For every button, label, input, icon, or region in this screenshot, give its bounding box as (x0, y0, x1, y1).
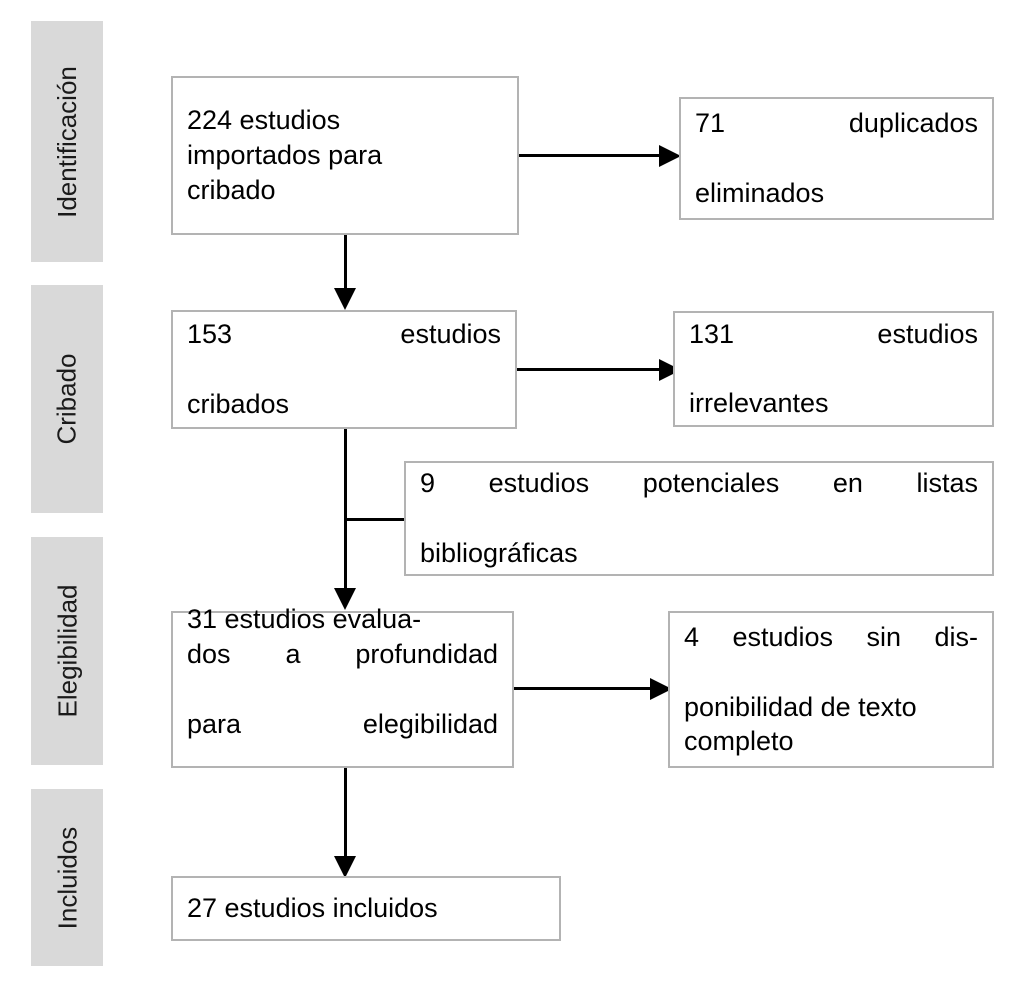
connector-assessed-to-no-fulltext (514, 687, 652, 690)
connector-imported-to-duplicates (519, 154, 661, 157)
box-line: 131 estudios (689, 318, 978, 349)
box-line: eliminados (695, 177, 825, 208)
stage-band-cribado: Cribado (31, 285, 103, 513)
arrowhead-imported-to-screened (334, 288, 356, 310)
connector-screened-to-assessed (344, 428, 347, 598)
stage-band-elegibilidad: Elegibilidad (31, 537, 103, 765)
box-no-fulltext-studies-text: 4 estudios sin dis- ponibilidad de texto… (670, 620, 992, 759)
box-duplicates-removed: 71 duplicados eliminados (679, 97, 994, 220)
box-line: importados para (187, 140, 383, 171)
box-included-studies: 27 estudios incluidos (171, 876, 561, 941)
connector-screened-to-irrelevant (517, 368, 661, 371)
box-duplicates-removed-text: 71 duplicados eliminados (681, 106, 992, 210)
box-line: irrelevantes (689, 388, 829, 419)
box-imported-studies: 224 estudios importados para cribado (171, 76, 519, 235)
stage-band-label-identificacion: Identificación (52, 65, 83, 218)
box-screened-studies: 153 estudios cribados (171, 310, 517, 429)
box-reference-list-studies: 9 estudios potenciales en listas bibliog… (404, 461, 994, 576)
connector-reference-lists-join (345, 518, 405, 521)
box-irrelevant-studies: 131 estudios irrelevantes (673, 311, 994, 427)
connector-imported-to-screened (344, 235, 347, 295)
box-line: cribado (187, 174, 276, 205)
box-imported-studies-text: 224 estudios importados para cribado (173, 103, 517, 207)
box-line: 224 estudios (187, 105, 341, 136)
box-line: dos a profundidad (187, 639, 498, 670)
box-reference-list-studies-text: 9 estudios potenciales en listas bibliog… (406, 466, 992, 570)
box-line: 153 estudios (187, 319, 501, 350)
box-line: ponibilidad de texto (684, 691, 917, 722)
stage-band-label-elegibilidad: Elegibilidad (52, 584, 83, 718)
stage-band-incluidos: Incluidos (31, 789, 103, 966)
arrowhead-assessed-to-no-fulltext (650, 678, 672, 700)
box-line: 27 estudios incluidos (187, 893, 438, 924)
box-line: cribados (187, 388, 290, 419)
box-line: bibliográficas (420, 537, 578, 568)
box-line: 4 estudios sin dis- (684, 621, 978, 652)
connector-assessed-to-included (344, 768, 347, 873)
stage-band-label-incluidos: Incluidos (52, 826, 82, 929)
box-assessed-studies: 31 estudios evalua- dos a profundidad pa… (171, 604, 514, 768)
box-assessed-studies-text: 31 estudios evalua- dos a profundidad pa… (173, 602, 512, 776)
box-line: 71 duplicados (695, 108, 978, 139)
box-line: 9 estudios potenciales en listas (420, 468, 978, 499)
box-no-fulltext-studies: 4 estudios sin dis- ponibilidad de texto… (668, 611, 994, 768)
box-included-studies-text: 27 estudios incluidos (173, 891, 559, 926)
arrowhead-screened-to-assessed (334, 588, 356, 610)
stage-band-label-cribado: Cribado (52, 353, 82, 445)
box-line: 31 estudios evalua- (187, 604, 422, 635)
arrowhead-imported-to-duplicates (659, 145, 681, 167)
stage-band-identificacion: Identificación (31, 21, 103, 262)
box-screened-studies-text: 153 estudios cribados (173, 317, 515, 421)
arrowhead-assessed-to-included (334, 856, 356, 878)
box-line: completo (684, 726, 794, 757)
box-line: para elegibilidad (187, 708, 498, 739)
box-irrelevant-studies-text: 131 estudios irrelevantes (675, 317, 992, 421)
